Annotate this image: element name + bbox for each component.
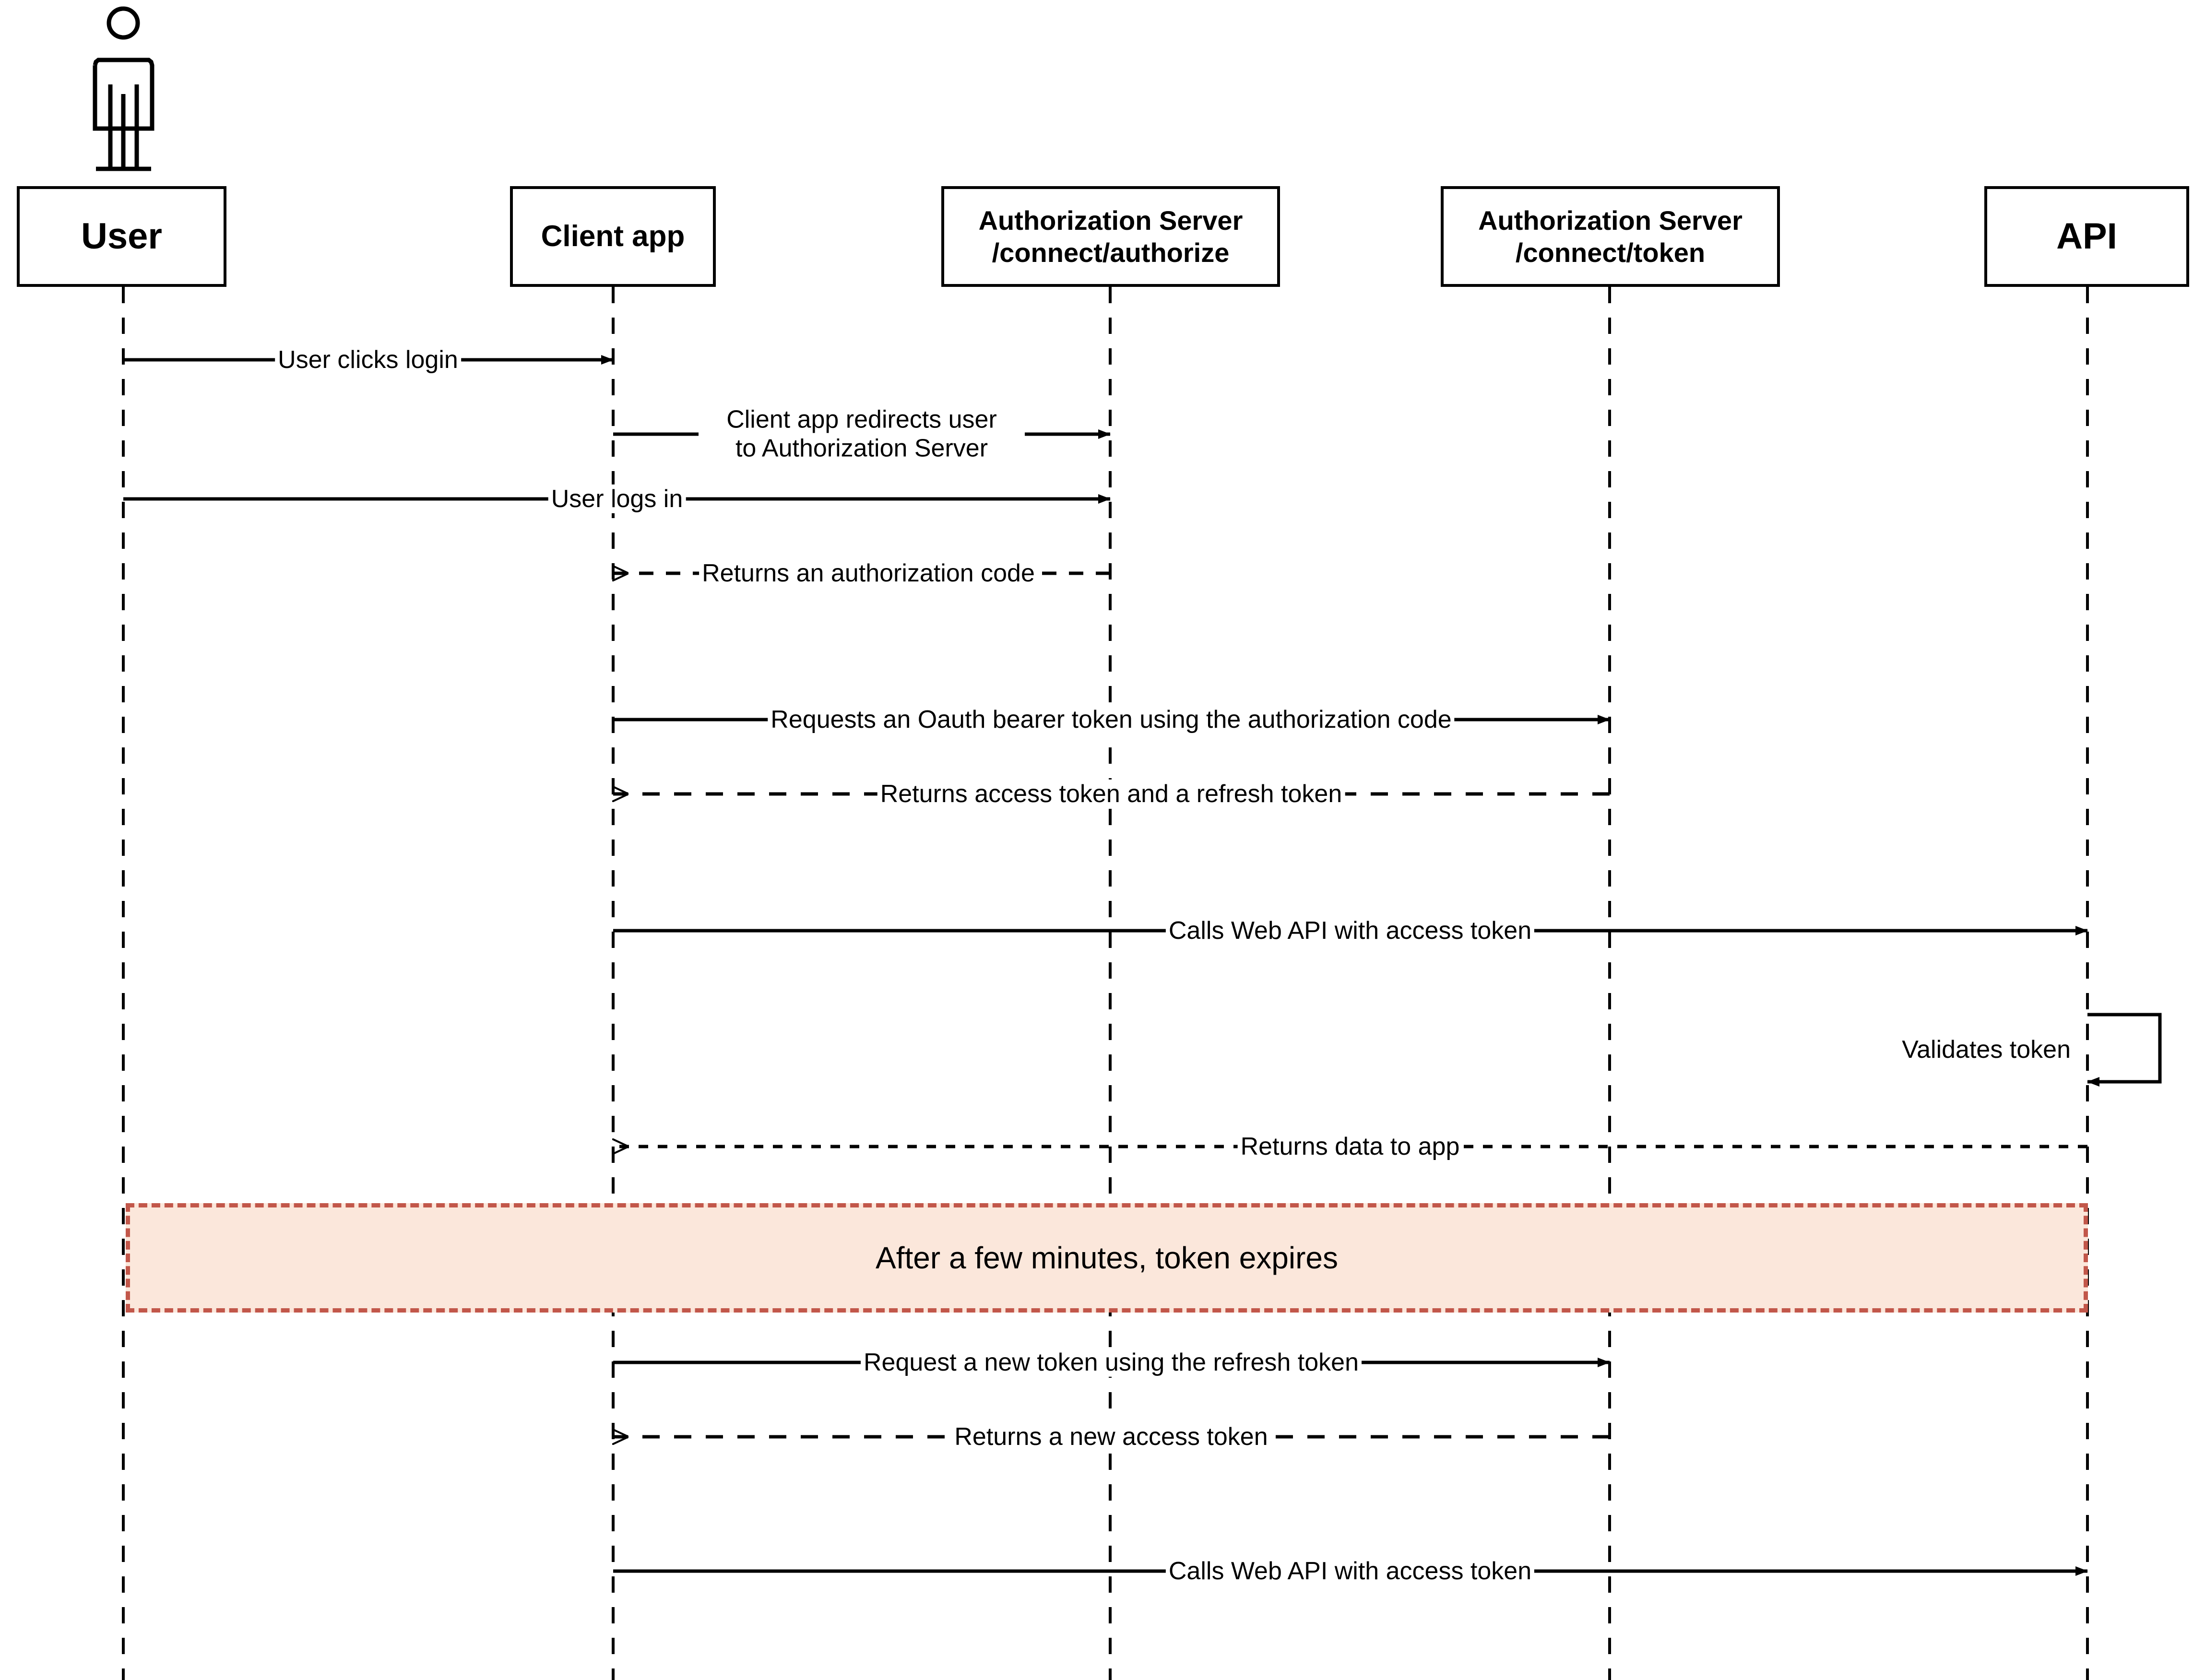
participant-box-token[interactable]: Authorization Server /connect/token bbox=[1441, 186, 1780, 287]
message-label-5: Requests an Oauth bearer token using the… bbox=[768, 705, 1455, 734]
message-label-6: Returns access token and a refresh token bbox=[877, 779, 1345, 809]
participant-box-user[interactable]: User bbox=[17, 186, 226, 287]
participant-label-authorize: Authorization Server bbox=[978, 205, 1243, 236]
message-label-1: User clicks login bbox=[275, 345, 461, 375]
participant-label-client: Client app bbox=[541, 219, 685, 253]
participant-label-user: User bbox=[81, 216, 162, 257]
note-band-text: After a few minutes, token expires bbox=[876, 1241, 1338, 1275]
message-label-2-line2: to Authorization Server bbox=[735, 435, 988, 462]
participant-label-token: Authorization Server bbox=[1478, 205, 1743, 236]
participant-box-authorize[interactable]: Authorization Server /connect/authorize bbox=[941, 186, 1280, 287]
message-label-3: User logs in bbox=[548, 484, 686, 514]
message-label-8: Validates token bbox=[1902, 1035, 2071, 1064]
lifelines-group bbox=[122, 287, 2089, 1680]
message-label-2-line1: Client app redirects user bbox=[726, 405, 997, 434]
message-label-10: Request a new token using the refresh to… bbox=[861, 1348, 1362, 1377]
note-band-token-expires: After a few minutes, token expires bbox=[126, 1203, 2088, 1313]
message-label-2: Client app redirects user to Authorizati… bbox=[699, 405, 1025, 463]
message-label-7: Calls Web API with access token bbox=[1165, 916, 1535, 946]
message-arrow-8-self bbox=[2087, 1013, 2162, 1087]
message-label-11: Returns a new access token bbox=[951, 1422, 1271, 1452]
message-label-12: Calls Web API with access token bbox=[1165, 1556, 1535, 1586]
actor-user-icon bbox=[93, 6, 154, 171]
message-label-9: Returns data to app bbox=[1237, 1132, 1463, 1161]
participant-sublabel-authorize: /connect/authorize bbox=[992, 237, 1230, 268]
message-label-4: Returns an authorization code bbox=[699, 558, 1038, 588]
participant-box-client[interactable]: Client app bbox=[510, 186, 716, 287]
participant-sublabel-token: /connect/token bbox=[1515, 237, 1706, 268]
participant-label-api: API bbox=[2056, 216, 2117, 257]
participant-box-api[interactable]: API bbox=[1984, 186, 2189, 287]
